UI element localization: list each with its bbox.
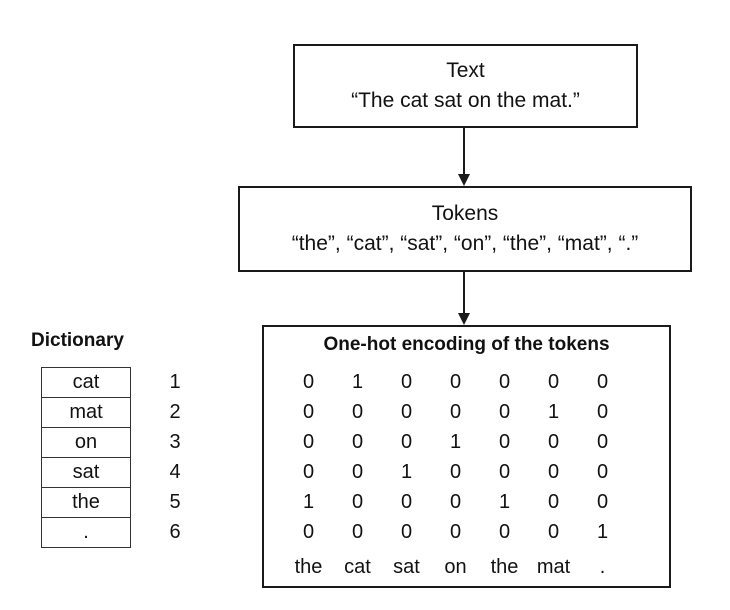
matrix-cell: 0 — [351, 401, 364, 423]
matrix-cell: 0 — [596, 461, 609, 483]
matrix-cell: 1 — [498, 491, 511, 513]
matrix-cell: 1 — [302, 491, 315, 513]
text-box: Text “The cat sat on the mat.” — [293, 44, 638, 128]
matrix-cell: 0 — [547, 521, 560, 543]
dictionary-index: 6 — [169, 521, 181, 543]
matrix-cell: 0 — [547, 371, 560, 393]
matrix-cell: 0 — [596, 491, 609, 513]
dictionary-index: 3 — [169, 431, 181, 453]
matrix-row: 0 0 0 0 0 0 1 — [284, 517, 627, 547]
column-label: cat — [344, 556, 371, 578]
dictionary-title: Dictionary — [31, 330, 124, 351]
column-label: . — [599, 556, 606, 578]
matrix-cell: 0 — [596, 401, 609, 423]
matrix-cell: 0 — [351, 521, 364, 543]
dictionary-word: cat — [41, 367, 131, 397]
matrix-cell: 0 — [596, 371, 609, 393]
matrix-cell: 0 — [498, 371, 511, 393]
matrix-cell: 0 — [547, 491, 560, 513]
dictionary-index: 5 — [169, 491, 181, 513]
matrix-cell: 0 — [449, 521, 462, 543]
matrix-cell: 0 — [400, 491, 413, 513]
dictionary-index: 2 — [169, 401, 181, 423]
matrix-cell: 1 — [400, 461, 413, 483]
matrix-cell: 1 — [351, 371, 364, 393]
matrix-row: 0 0 0 1 0 0 0 — [284, 427, 627, 457]
tokens-box: Tokens “the”, “cat”, “sat”, “on”, “the”,… — [238, 186, 692, 272]
column-label: the — [294, 556, 323, 578]
column-label: mat — [536, 556, 571, 578]
dictionary-word: the — [41, 487, 131, 517]
matrix-cell: 0 — [351, 491, 364, 513]
tokens-box-title: Tokens — [431, 202, 499, 225]
text-box-title: Text — [446, 59, 485, 82]
matrix-row: 1 0 0 0 1 0 0 — [284, 487, 627, 517]
matrix-cell: 0 — [302, 431, 315, 453]
dictionary-index: 4 — [169, 461, 181, 483]
column-label: sat — [393, 556, 420, 578]
dictionary-indices: 1 2 3 4 5 6 — [160, 367, 190, 547]
matrix-cell: 1 — [547, 401, 560, 423]
matrix-cell: 0 — [498, 431, 511, 453]
column-label: the — [490, 556, 519, 578]
matrix-cell: 0 — [449, 371, 462, 393]
column-label: on — [444, 556, 467, 578]
dictionary-word: . — [41, 517, 131, 548]
dictionary-index: 1 — [169, 371, 181, 393]
matrix-cell: 0 — [449, 491, 462, 513]
dictionary-word: on — [41, 427, 131, 457]
matrix-cell: 0 — [449, 401, 462, 423]
matrix-cell: 0 — [400, 371, 413, 393]
matrix-cell: 0 — [498, 461, 511, 483]
arrowhead-tokens — [458, 174, 470, 186]
matrix-cell: 0 — [302, 461, 315, 483]
matrix-cell: 0 — [498, 521, 511, 543]
matrix-cell: 0 — [498, 401, 511, 423]
matrix-cell: 0 — [351, 461, 364, 483]
matrix-cell: 0 — [596, 431, 609, 453]
matrix-cell: 0 — [400, 431, 413, 453]
dictionary-word: sat — [41, 457, 131, 487]
matrix-cell: 0 — [302, 401, 315, 423]
dictionary-word: mat — [41, 397, 131, 427]
text-box-sentence: “The cat sat on the mat.” — [351, 89, 580, 112]
matrix-row: 0 0 1 0 0 0 0 — [284, 457, 627, 487]
matrix-cell: 0 — [400, 521, 413, 543]
matrix-row: 0 0 0 0 0 1 0 — [284, 397, 627, 427]
matrix-cell: 0 — [547, 431, 560, 453]
matrix-cell: 0 — [302, 521, 315, 543]
matrix-cell: 0 — [351, 431, 364, 453]
matrix-cell: 1 — [449, 431, 462, 453]
matrix-cell: 0 — [449, 461, 462, 483]
matrix-cell: 1 — [596, 521, 609, 543]
one-hot-title: One-hot encoding of the tokens — [323, 334, 610, 355]
arrowhead-encoding — [458, 313, 470, 325]
matrix-row: 0 1 0 0 0 0 0 — [284, 367, 627, 397]
tokens-box-list: “the”, “cat”, “sat”, “on”, “the”, “mat”,… — [291, 232, 639, 255]
matrix-cell: 0 — [302, 371, 315, 393]
matrix-cell: 0 — [547, 461, 560, 483]
matrix-cell: 0 — [400, 401, 413, 423]
